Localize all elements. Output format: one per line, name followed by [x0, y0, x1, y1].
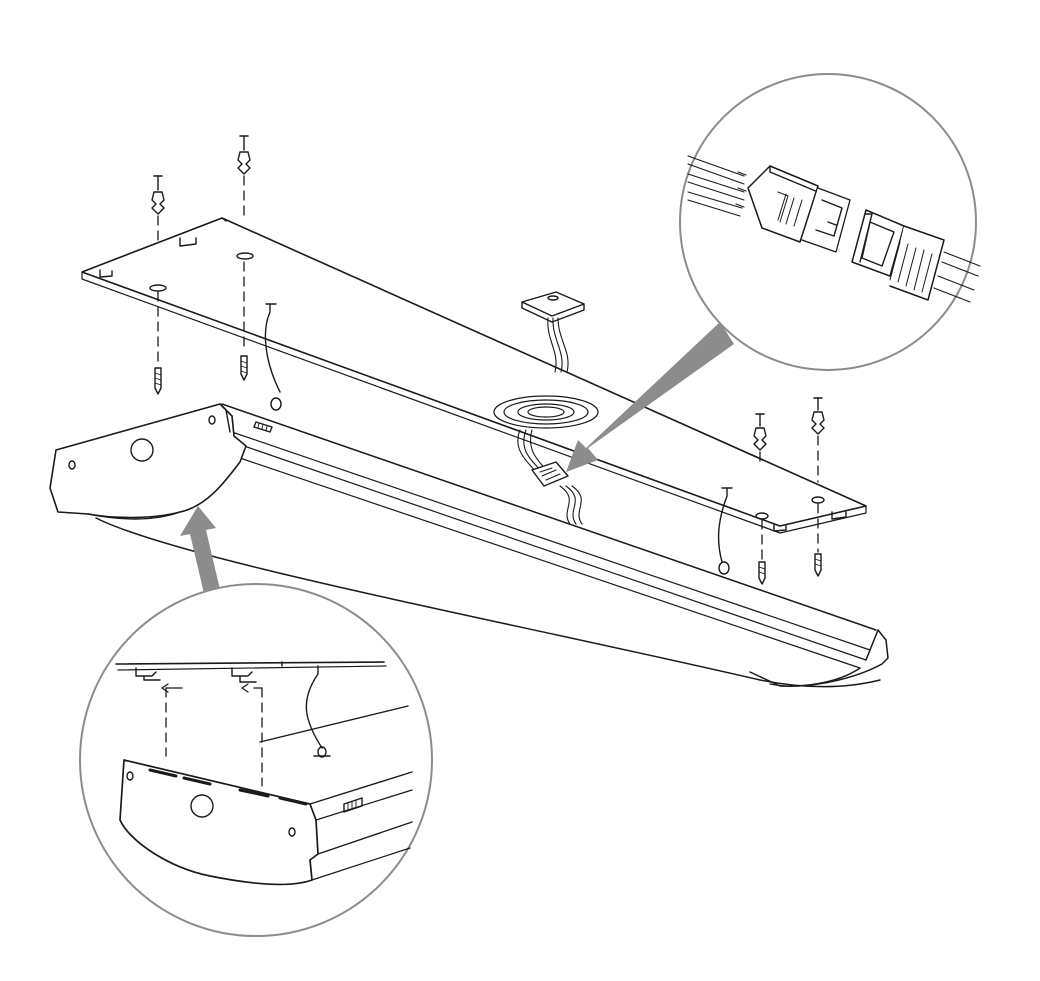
detail-callout-connector [679, 73, 981, 371]
safety-cable-right [717, 487, 733, 575]
light-fixture-housing [49, 403, 889, 688]
supply-wires [547, 317, 569, 373]
wall-anchor-4 [811, 397, 825, 435]
mounting-screw-3 [758, 561, 766, 585]
mounting-plate [81, 217, 867, 534]
wire-connector [531, 461, 569, 487]
junction-box-cover [521, 291, 585, 323]
callout-arrow-hook [180, 506, 222, 602]
wall-anchor-2 [237, 135, 251, 175]
wall-anchor-1 [151, 175, 165, 215]
callout-arrow-connector [566, 322, 734, 472]
knockout-rings [493, 395, 599, 429]
detail-callout-hook-slot [79, 583, 433, 937]
mounting-screw-1 [154, 367, 162, 395]
mounting-screw-4 [814, 553, 822, 577]
mounting-screw-2 [240, 355, 248, 381]
safety-cable-left [264, 303, 282, 411]
alignment-guides [157, 175, 819, 561]
wall-anchor-3 [753, 413, 767, 451]
